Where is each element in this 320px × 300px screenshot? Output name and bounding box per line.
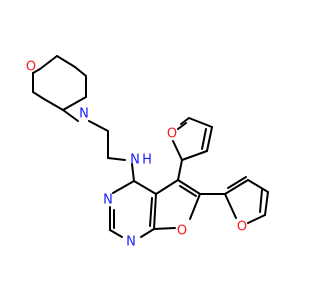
morpholine-ring (32, 55, 87, 111)
bond (32, 91, 45, 100)
bond (264, 191, 269, 216)
pyrimidine-n3-label: N (103, 193, 113, 208)
bond (74, 66, 87, 77)
bond (177, 179, 201, 195)
right-furan-oxygen-label: O (237, 220, 247, 235)
amine-hydrogen-label: H (142, 153, 152, 168)
bond (180, 117, 190, 125)
bond (56, 55, 76, 68)
bond (133, 180, 157, 195)
bond (206, 126, 213, 152)
bond (153, 227, 176, 230)
bond (149, 197, 153, 227)
bond (88, 120, 109, 132)
furo-oxygen-label: O (177, 224, 187, 239)
morpholine-oxygen-label: O (26, 60, 36, 75)
amine-nitrogen-label: N (130, 153, 140, 168)
bond (179, 185, 197, 197)
fused-furan-ring (153, 179, 201, 230)
bond (43, 98, 64, 111)
pyrimidine-n1-label: N (126, 235, 136, 250)
bond (188, 117, 213, 128)
bond (62, 96, 87, 111)
bond (131, 163, 135, 182)
bond (177, 122, 187, 130)
bond (172, 140, 183, 161)
furan-substituent-top (172, 117, 213, 181)
bond (227, 176, 247, 189)
bond (181, 150, 208, 161)
atom-labels: O N N H N N O O O (26, 60, 247, 250)
bond (62, 109, 79, 122)
bond (177, 159, 183, 181)
bond (112, 180, 135, 194)
bond (32, 68, 41, 74)
molecule-structure: O N N H N N O O O (26, 55, 269, 250)
bond (189, 193, 201, 220)
bond (155, 179, 179, 195)
bond (153, 193, 157, 230)
furan-substituent-right (199, 176, 269, 224)
morpholine-nitrogen-label: N (79, 107, 89, 122)
bond (39, 55, 58, 70)
bond (224, 193, 237, 219)
top-furan-oxygen-label: O (167, 127, 177, 142)
bond (247, 214, 266, 224)
bond (109, 229, 123, 238)
bond (224, 179, 249, 195)
bond (201, 128, 207, 150)
bond (140, 228, 155, 238)
bond (259, 189, 263, 213)
pyrimidine-ring (109, 163, 157, 238)
bond (247, 179, 269, 193)
ethyl-linker (62, 109, 126, 161)
bond (107, 157, 126, 161)
